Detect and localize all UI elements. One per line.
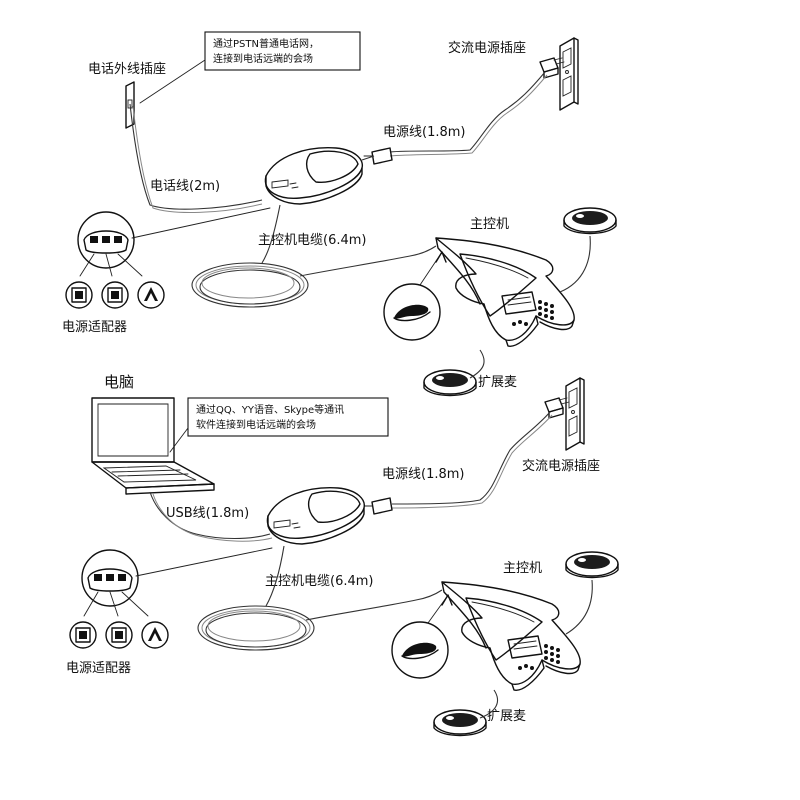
power-cord-label-top: 电源线(1.8m) (383, 125, 465, 140)
ac-outlet-label-top: 交流电源插座 (448, 40, 526, 56)
ext-mic-label-top: 扩展麦 (478, 375, 517, 390)
ext-mic-bottom-bottom (433, 709, 487, 737)
computer-label: 电脑 (104, 373, 134, 391)
ext-mic-top-right (563, 207, 617, 235)
pstn-note-box (204, 31, 361, 71)
port-icon-a-top (65, 281, 93, 309)
console-bottom (441, 581, 581, 691)
power-connector-bottom (363, 497, 393, 515)
power-connector-top (363, 147, 393, 165)
speaker-icon-top (137, 281, 165, 309)
ext-mic-label-bottom: 扩展麦 (487, 709, 526, 724)
voip-note-line2: 软件连接到电话远端的会场 (196, 418, 316, 431)
phone-jack-label: 电话外线插座 (88, 62, 166, 77)
pstn-note-line2: 连接到电话远端的会场 (213, 52, 313, 65)
bottom-diagram: 电脑 通过QQ、YY语音、Skype等通讯 软件连接到电话远端的会场 USB线(… (66, 373, 619, 737)
phone-wall-jack (125, 81, 263, 213)
main-cable-coil-bottom (197, 545, 443, 651)
ac-outlet-label-bottom: 交流电源插座 (522, 458, 600, 474)
port-icon-b-top (101, 281, 129, 309)
ac-outlet-top (559, 37, 579, 111)
console-top (435, 237, 575, 347)
console-label-top: 主控机 (470, 217, 509, 232)
ac-outlet-bottom (565, 377, 585, 451)
voip-note-line1: 通过QQ、YY语音、Skype等通讯 (196, 403, 344, 416)
adapter-callout-bottom (81, 547, 273, 617)
console-label-bottom: 主控机 (503, 561, 542, 576)
usb-cord-label: USB线(1.8m) (166, 506, 249, 521)
power-cord-label-bottom: 电源线(1.8m) (382, 467, 464, 482)
voip-note-box (187, 397, 389, 437)
main-cable-label-bottom: 主控机电缆(6.4m) (265, 573, 373, 589)
port-icon-a-bottom (69, 621, 97, 649)
hub-top (264, 147, 363, 205)
main-cable-label-top: 主控机电缆(6.4m) (258, 232, 366, 248)
laptop (91, 397, 215, 495)
adapter-callout-top (77, 207, 271, 277)
ext-mic-bottom-right (565, 551, 619, 579)
speaker-icon-bottom (141, 621, 169, 649)
adapter-label-top: 电源适配器 (62, 320, 127, 335)
pstn-note-line1: 通过PSTN普通电话网， (213, 37, 319, 50)
mute-callout-bottom (391, 594, 453, 679)
main-cable-coil-top (191, 204, 437, 308)
ext-mic-top-bottom (423, 369, 477, 397)
phone-cord-label: 电话线(2m) (150, 179, 220, 194)
top-diagram: 电话外线插座 通过PSTN普通电话网， 连接到电话远端的会场 电话线(2m) 交… (62, 31, 617, 397)
port-icon-b-bottom (105, 621, 133, 649)
adapter-label-bottom: 电源适配器 (66, 661, 131, 676)
mute-callout-top (383, 251, 447, 341)
hub-bottom (266, 487, 365, 545)
